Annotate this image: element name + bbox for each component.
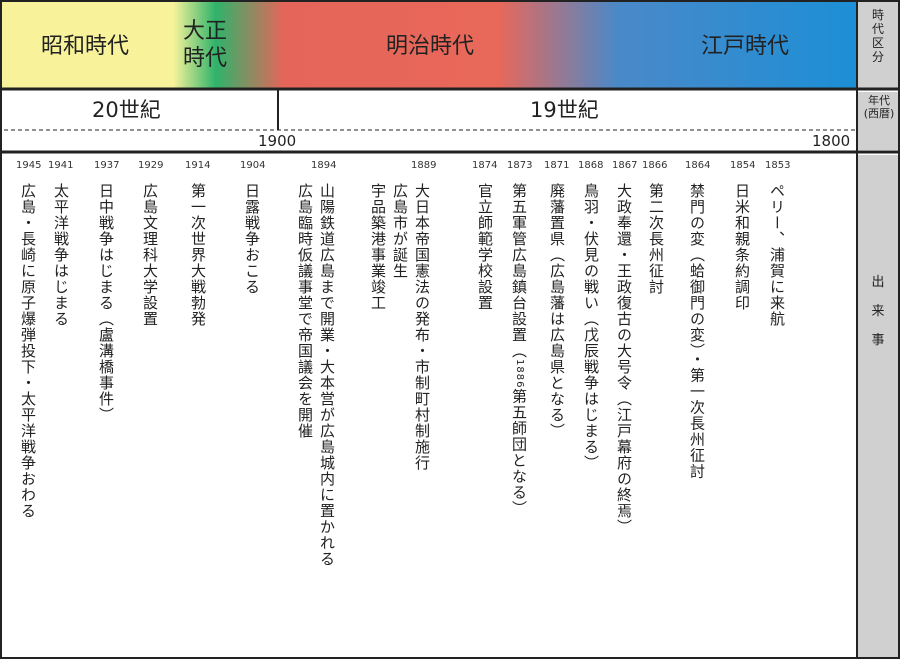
event-text: 第二次長州征討 [647,183,665,295]
event-year: 1873 [507,160,533,171]
era-gradient-band [2,2,857,88]
event-year: 1894 [311,160,337,171]
event-text: ペリー、浦賀に来航 [768,183,786,327]
event-text: 大日本帝国憲法の発布・市制町村制施行 [413,183,431,471]
event-text-part: 第五師団となる） [510,388,528,517]
side-column-year [858,92,898,150]
era-label-meiji: 明治時代 [385,34,474,59]
event-text: 第五軍管広島鎮台設置（1886第五師団となる） [510,183,528,516]
side-column-events [858,155,898,657]
event-year: 1864 [685,160,711,171]
event-year: 1853 [765,160,791,171]
event-text: 日露戦争おこる [243,183,261,295]
event-year: 1929 [138,160,164,171]
event-year: 1945 [16,160,42,171]
side-label-era: 時代区分 [871,8,884,64]
event-text: 広島市が誕生 [391,183,409,279]
era-label-edo: 江戸時代 [700,34,789,59]
event-text: 太平洋戦争はじまる [52,183,70,327]
axis-year-1800: 1800 [812,132,851,150]
event-text: 官立師範学校設置 [476,183,494,311]
event-text: 広島文理科大学設置 [141,183,159,327]
event-year: 1874 [472,160,498,171]
event-text: 宇品築港事業竣工 [369,183,387,311]
event-year: 1941 [48,160,74,171]
event-year: 1889 [411,160,437,171]
event-text: 廃藩置県（広島藩は広島県となる） [548,183,566,439]
event-text: 広島臨時仮議事堂で帝国議会を開催 [296,183,314,439]
axis-year-1900: 1900 [258,132,297,150]
event-year: 1904 [240,160,266,171]
event-text: 第一次世界大戦勃発 [189,183,207,327]
event-year: 1866 [642,160,668,171]
century-19: 19世紀 [530,98,599,122]
era-label-taisho: 大正 時代 [182,19,227,71]
event-text: 大政奉還・王政復古の大号令（江戸幕府の終焉） [615,183,633,535]
event-year: 1868 [578,160,604,171]
event-text-part: 第五軍管広島鎮台設置（ [510,183,528,359]
event-year: 1937 [94,160,120,171]
side-column-era [858,2,898,88]
event-text: 日米和親条約調印 [733,183,751,311]
event-year: 1867 [612,160,638,171]
century-20: 20世紀 [92,98,161,122]
event-year: 1914 [185,160,211,171]
event-year: 1871 [544,160,570,171]
side-label-events: 出来事 [871,275,885,348]
event-text: 山陽鉄道広島まで開業・大本営が広島城内に置かれる [318,183,336,567]
event-sub-year: 1886 [514,359,525,389]
event-text: 日中戦争はじまる（盧溝橋事件） [97,183,115,423]
era-label-showa: 昭和時代 [40,34,129,59]
side-label-year: 年代(西暦) [863,94,895,120]
event-text: 広島・長崎に原子爆弾投下・太平洋戦争おわる [19,183,37,519]
event-text: 鳥羽・伏見の戦い（戊辰戦争はじまる） [582,183,600,471]
event-year: 1854 [730,160,756,171]
event-text: 禁門の変（蛤御門の変）・第一次長州征討 [688,183,706,480]
